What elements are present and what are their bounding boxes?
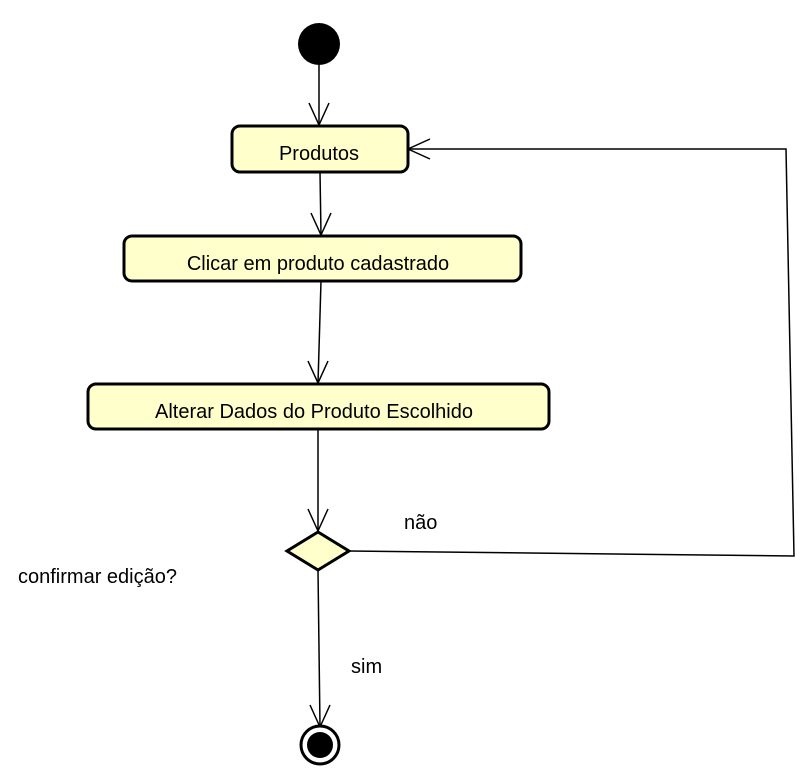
- edge-sim: [309, 569, 331, 729]
- edge-nao-label: não: [404, 512, 437, 534]
- edge-alterar-to-decision: [307, 429, 329, 533]
- action-alterar-dados-label: Alterar Dados do Produto Escolhido: [155, 401, 473, 423]
- action-produtos-label: Produtos: [279, 143, 359, 165]
- edge-clicar-to-alterar: [307, 280, 329, 385]
- action-clicar-produto[interactable]: Clicar em produto cadastrado: [122, 234, 523, 283]
- action-alterar-dados[interactable]: Alterar Dados do Produto Escolhido: [86, 382, 551, 431]
- edge-nao-loop: [348, 138, 795, 557]
- edge-sim-label: sim: [351, 656, 382, 678]
- decision-node[interactable]: [284, 530, 352, 572]
- decision-label: confirmar edição?: [18, 566, 177, 588]
- initial-node[interactable]: [298, 23, 340, 65]
- edge-produtos-to-clicar: [310, 171, 332, 237]
- action-clicar-produto-label: Clicar em produto cadastrado: [187, 253, 449, 275]
- action-produtos[interactable]: Produtos: [230, 124, 410, 174]
- edge-initial-to-produtos: [308, 65, 330, 127]
- final-node[interactable]: [299, 724, 341, 766]
